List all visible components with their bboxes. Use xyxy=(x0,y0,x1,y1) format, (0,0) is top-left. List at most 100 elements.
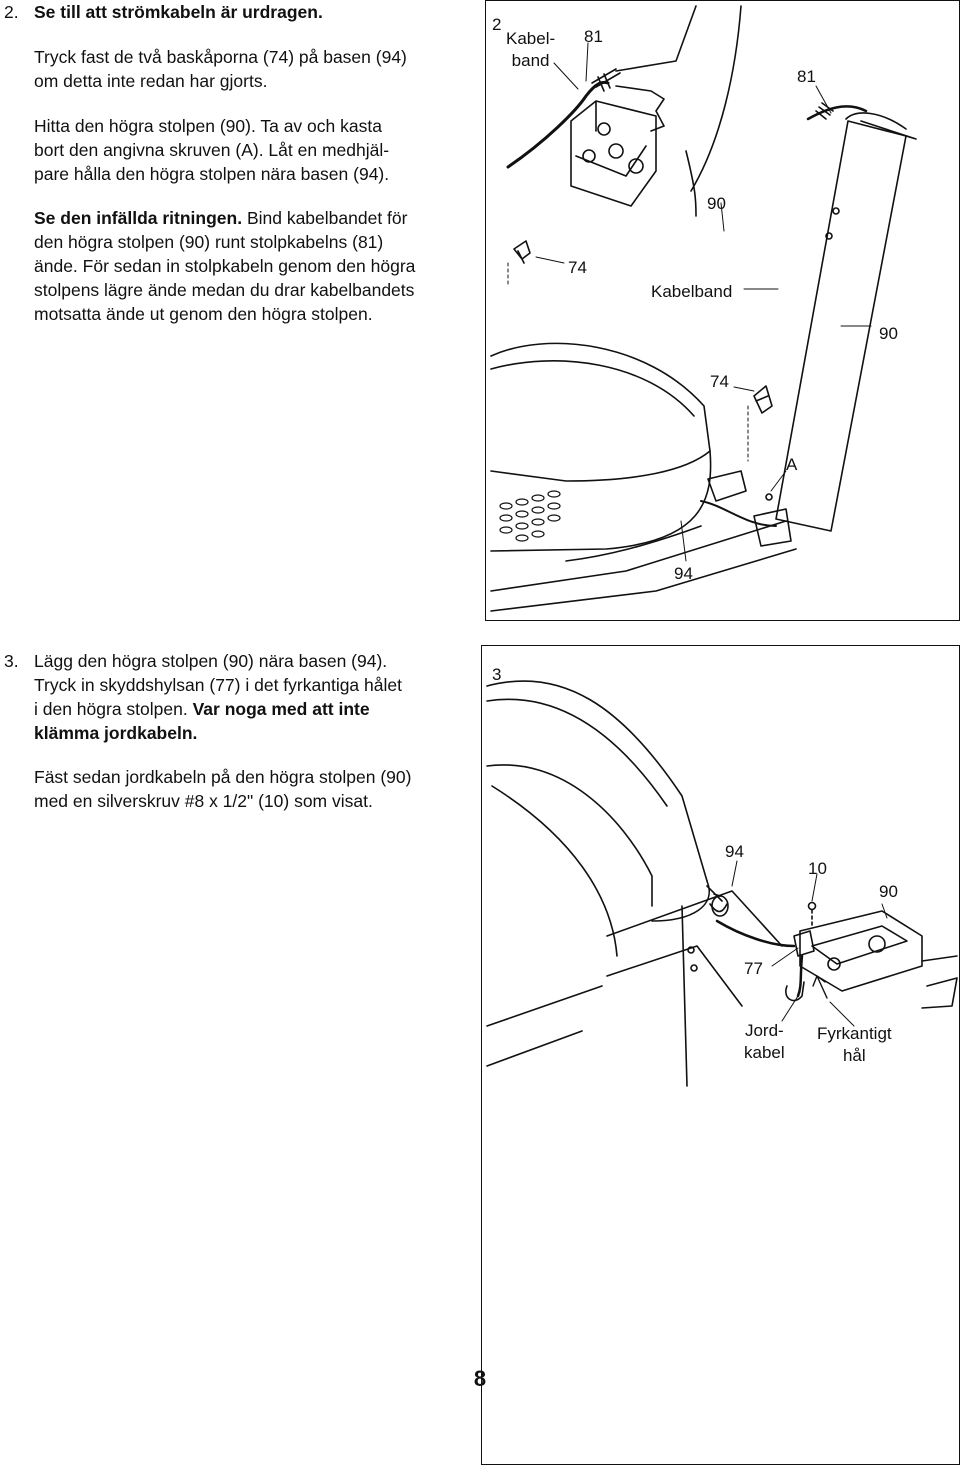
hood-rim xyxy=(651,880,710,922)
fig3-label-fyrkantigt-hal: Fyrkantigt hål xyxy=(817,1023,892,1067)
step-2-para3-line5: motsatta ände ut genom den högra stolpen… xyxy=(34,304,373,324)
inset-bracket-tab xyxy=(615,85,665,132)
step-2-para1-line1: Tryck fast de två baskåporna (74) på bas… xyxy=(34,47,407,67)
fig3-panel-number: 3 xyxy=(492,665,502,684)
arrow-fyrkantigt-hal xyxy=(812,975,828,999)
base-bracket-90-inner xyxy=(811,925,908,965)
leader-kabelband-top xyxy=(553,62,579,90)
step-3-para1-line3-plain: i den högra stolpen. xyxy=(34,699,193,719)
step-2-para3-line1: Se den infällda ritningen. Bind kabelban… xyxy=(34,206,407,230)
base-cap-74-mid xyxy=(753,385,773,414)
post-90-top xyxy=(845,112,907,130)
leader-90 xyxy=(881,903,888,919)
step-2-para2-line3: pare hålla den högra stolpen nära basen … xyxy=(34,164,390,184)
leader-jordkabel xyxy=(781,995,799,1022)
step-3-number: 3. xyxy=(4,651,19,671)
base-bracket-90 xyxy=(799,910,923,992)
deck-perforations xyxy=(499,490,561,542)
base-frame xyxy=(490,520,797,612)
inset-cable xyxy=(506,80,610,169)
figure-2-panel: 2 Kabel- band 81 81 90 74 Kabelband 90 7… xyxy=(485,0,960,621)
inset-post-bottom-outline xyxy=(615,5,742,217)
fig3-label-jordkabel-line2: kabel xyxy=(744,1043,785,1062)
motor-hood-inner xyxy=(490,360,695,417)
screw-A xyxy=(765,493,773,501)
fig2-label-81-b: 81 xyxy=(797,67,816,86)
step-3-para1-line3: i den högra stolpen. Var noga med att in… xyxy=(34,697,370,721)
ground-cable xyxy=(715,919,804,998)
inset-base-bracket xyxy=(570,100,657,207)
base-bracket-right xyxy=(707,470,747,502)
fig3-label-94: 94 xyxy=(725,842,744,861)
post-90-cable xyxy=(806,105,868,121)
ground-cable-end xyxy=(785,981,805,1002)
fig2-label-74-left: 74 xyxy=(568,258,587,277)
base-cap-74-left xyxy=(513,240,531,264)
base-bracket-hole-1 xyxy=(868,935,886,953)
post-90-edge xyxy=(860,120,917,140)
fig3-label-jordkabel: Jord- kabel xyxy=(744,1020,785,1064)
step-3-para1-line4: klämma jordkabeln. xyxy=(34,723,198,743)
step-2-para3-rest: Bind kabelbandet för xyxy=(242,208,408,228)
fig2-label-90-right: 90 xyxy=(879,324,898,343)
step-2-para3-line2: den högra stolpen (90) runt stolpkabelns… xyxy=(34,232,384,252)
frame-rail-lower xyxy=(606,945,743,1007)
leader-90-top xyxy=(720,202,725,232)
fig2-panel-number: 2 xyxy=(492,15,502,34)
motor-hood-side xyxy=(490,450,712,552)
step-3-para1-line1: Lägg den högra stolpen (90) nära basen (… xyxy=(34,651,388,671)
fig3-label-77: 77 xyxy=(744,959,763,978)
step-3-para1-line3-bold: Var noga med att inte xyxy=(192,699,370,719)
post-90-outline xyxy=(775,120,907,532)
fig3-label-jordkabel-line1: Jord- xyxy=(744,1021,784,1040)
fig2-label-kabelband-top: Kabel- band xyxy=(506,28,555,72)
fig2-label-kabelband-top-line2: band xyxy=(511,51,550,70)
leader-74-left xyxy=(535,256,565,264)
fig3-label-90: 90 xyxy=(879,882,898,901)
step-2-para1-line2: om detta inte redan har gjorts. xyxy=(34,71,268,91)
fig2-label-94: 94 xyxy=(674,564,693,583)
fig2-label-A: A xyxy=(786,455,798,474)
base-rail xyxy=(565,525,702,562)
hood-edge xyxy=(486,764,653,907)
step-2-number: 2. xyxy=(4,2,19,22)
figure-3-panel: 3 94 10 90 77 Jord- kabel Fyrkantigt hål xyxy=(481,645,960,1465)
post-90-hole-2 xyxy=(825,232,833,240)
fig2-label-81-a: 81 xyxy=(584,27,603,46)
hood-top xyxy=(486,680,708,882)
step-2-heading: Se till att strömkabeln är urdragen. xyxy=(34,2,323,22)
post-90-hole-1 xyxy=(832,207,840,215)
leader-74-mid xyxy=(733,386,755,392)
motor-hood xyxy=(490,342,711,482)
fig2-label-90-top: 90 xyxy=(707,194,726,213)
inset-hole-1 xyxy=(597,122,611,136)
step-2-para2-line1: Hitta den högra stolpen (90). Ta av och … xyxy=(34,116,382,136)
base-cable xyxy=(700,500,777,527)
leader-94 xyxy=(731,860,738,887)
screw-10 xyxy=(807,901,817,911)
inset-hole-3 xyxy=(628,158,644,174)
inset-cable-tie xyxy=(591,68,621,92)
step-2-para3-bold: Se den infällda ritningen. xyxy=(34,208,243,228)
hood-lower xyxy=(491,785,618,957)
step-3-para2-line1: Fäst sedan jordkabeln på den högra stolp… xyxy=(34,767,412,787)
leader-77 xyxy=(771,947,799,967)
frame-rail-bottom xyxy=(486,985,603,1067)
fig3-label-fyrkantigt-hal-line1: Fyrkantigt xyxy=(817,1024,892,1043)
figure-3-illustration xyxy=(486,680,958,1087)
post-bottom-bracket xyxy=(753,508,792,547)
inset-hole-4 xyxy=(582,149,596,163)
leader-81-b xyxy=(815,85,832,114)
frame-side xyxy=(681,905,688,1087)
leader-fyrkantigt xyxy=(829,1001,855,1027)
fig2-label-kabelband-top-line1: Kabel- xyxy=(506,29,556,48)
base-bracket-hole-2 xyxy=(827,957,841,971)
step-2-para3-line4: stolpens lägre ände medan du drar kabelb… xyxy=(34,280,415,300)
leader-81-a xyxy=(585,42,589,82)
step-3-para1-line2: Tryck in skyddshylsan (77) i det fyrkant… xyxy=(34,675,402,695)
fig3-label-fyrkantigt-hal-line2: hål xyxy=(842,1046,866,1065)
fig3-label-10: 10 xyxy=(808,859,827,878)
frame-rail-upper xyxy=(606,890,783,947)
fig2-label-kabelband-mid: Kabelband xyxy=(651,282,733,301)
hood-inner xyxy=(486,698,668,807)
